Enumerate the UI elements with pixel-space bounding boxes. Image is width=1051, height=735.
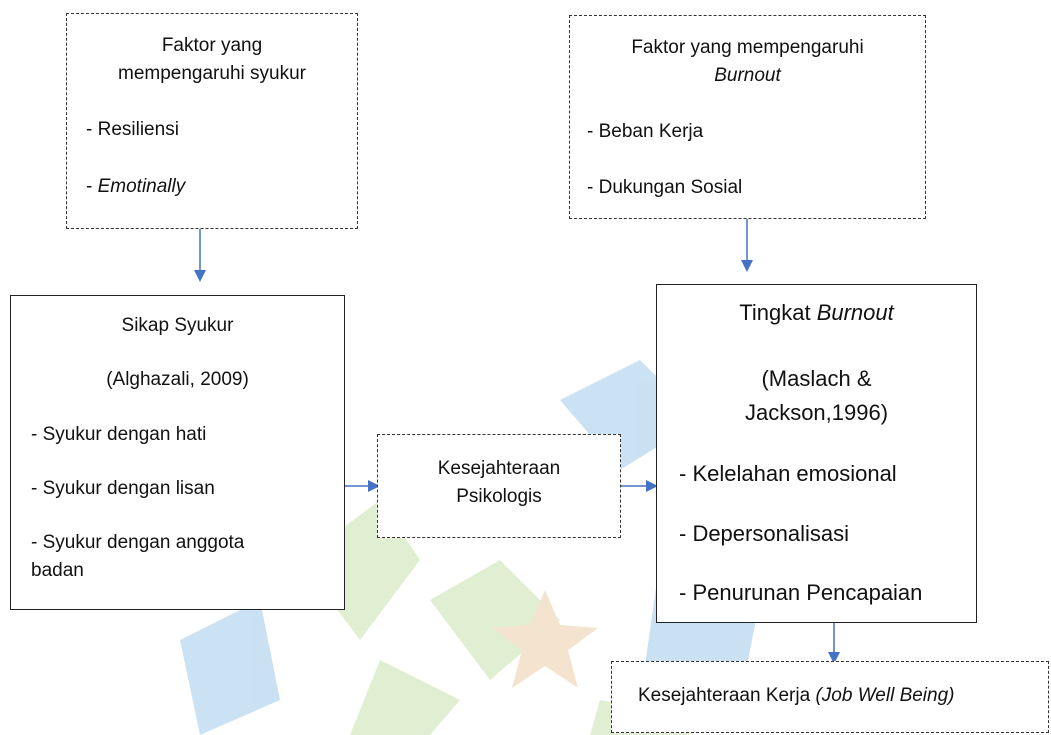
psikologis-line-1: Kesejahteraan bbox=[437, 458, 561, 479]
burnout-factors-title-1: Faktor yang mempengaruhi bbox=[631, 37, 864, 58]
sikap-syukur-item-badan: badan bbox=[31, 560, 84, 581]
sikap-syukur-item-hati: - Syukur dengan hati bbox=[31, 424, 207, 445]
sikap-syukur-citation: (Alghazali, 2009) bbox=[106, 369, 249, 390]
burnout-factor-item-beban-kerja: - Beban Kerja bbox=[587, 121, 704, 142]
burnout-item-kelelahan: - Kelelahan emosional bbox=[679, 461, 897, 486]
burnout-factors-box: Faktor yang mempengaruhi Burnout - Beban… bbox=[569, 15, 926, 219]
sikap-syukur-item-lisan: - Syukur dengan lisan bbox=[31, 478, 215, 499]
burnout-factors-title-2: Burnout bbox=[714, 65, 781, 86]
psikologis-line-2: Psikologis bbox=[456, 486, 542, 507]
syukur-factor-item-emotinally: - Emotinally bbox=[86, 176, 186, 197]
tingkat-burnout-box: Tingkat Burnout (Maslach & Jackson,1996)… bbox=[656, 284, 977, 623]
burnout-item-depersonalisasi: - Depersonalisasi bbox=[679, 521, 849, 546]
burnout-item-penurunan: - Penurunan Pencapaian bbox=[679, 580, 923, 605]
syukur-factors-box: Faktor yang mempengaruhi syukur - Resili… bbox=[66, 13, 358, 229]
tingkat-burnout-citation-1: (Maslach & bbox=[761, 366, 872, 391]
syukur-factor-item-resiliensi: - Resiliensi bbox=[86, 119, 179, 140]
job-wellbeing-box: Kesejahteraan Kerja (Job Well Being) bbox=[611, 661, 1049, 733]
job-wellbeing-text: Kesejahteraan Kerja (Job Well Being) bbox=[638, 685, 955, 706]
burnout-factor-item-dukungan-sosial: - Dukungan Sosial bbox=[587, 177, 743, 198]
syukur-factors-title-1: Faktor yang bbox=[161, 35, 263, 56]
tingkat-burnout-title: Tingkat Burnout bbox=[739, 300, 894, 325]
sikap-syukur-title: Sikap Syukur bbox=[121, 315, 234, 336]
tingkat-burnout-citation-2: Jackson,1996) bbox=[744, 400, 889, 425]
syukur-factors-title-2: mempengaruhi syukur bbox=[118, 63, 306, 84]
sikap-syukur-box: Sikap Syukur (Alghazali, 2009) - Syukur … bbox=[10, 295, 345, 610]
sikap-syukur-item-anggota: - Syukur dengan anggota bbox=[31, 532, 245, 553]
kesejahteraan-psikologis-box: Kesejahteraan Psikologis bbox=[377, 434, 621, 538]
